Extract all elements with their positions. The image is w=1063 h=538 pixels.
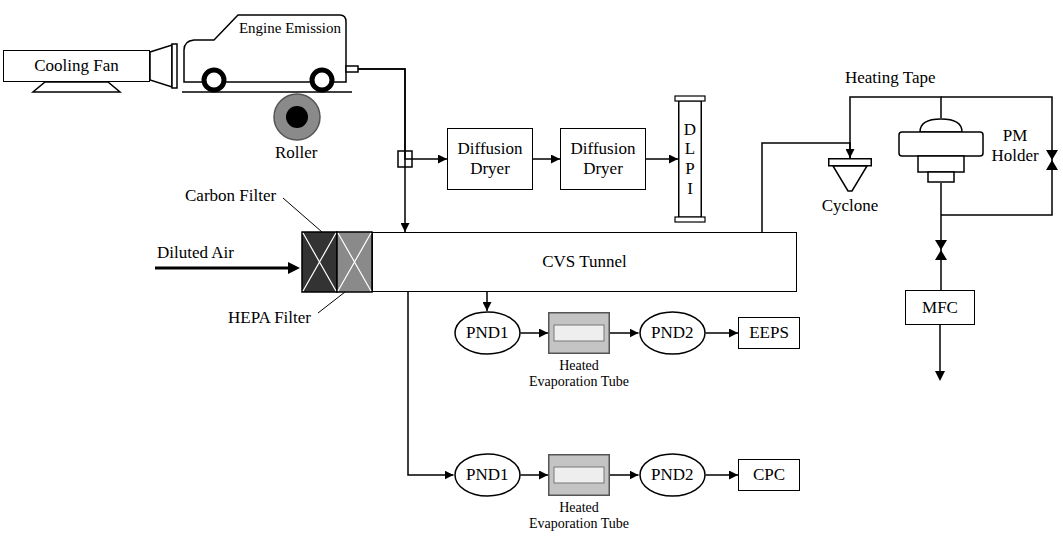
exhaust-line xyxy=(939,325,941,372)
ellipse-outline xyxy=(455,312,520,354)
car-wheel xyxy=(204,70,224,90)
tube-body xyxy=(549,455,610,496)
fan-grille xyxy=(172,44,177,88)
evaporation-tube: Heated Evaporation Tube xyxy=(548,454,610,496)
fan-box: Cooling Fan xyxy=(3,50,150,82)
part-label: HEPA Filter xyxy=(228,308,311,328)
node-text: PM Holder xyxy=(988,126,1042,165)
hepa-filter-cross xyxy=(338,233,371,291)
node-text: Engine Emission xyxy=(235,20,345,37)
instrument-box: CPC xyxy=(738,459,800,491)
node-text: PND1 xyxy=(466,323,508,343)
flow-connector xyxy=(762,143,850,232)
diluter: PND2 xyxy=(639,453,706,497)
node-text: Diffusion Dryer xyxy=(566,139,640,178)
exhaust-pipe xyxy=(346,66,358,72)
flow-connector xyxy=(521,332,549,334)
fan-stand xyxy=(33,82,120,92)
impactor-body xyxy=(679,101,702,218)
node-text: Heated Evaporation Tube xyxy=(525,500,633,532)
holder-flange xyxy=(899,132,983,156)
cyclone-cone xyxy=(833,166,867,191)
line-label: Heating Tape xyxy=(845,68,936,88)
node-text: Diffusion Dryer xyxy=(453,139,527,178)
node-outline xyxy=(548,312,610,354)
node-text: Cyclone xyxy=(805,196,895,216)
exhaust-arrowhead xyxy=(935,371,945,381)
roller-hub xyxy=(286,106,308,128)
flow-connector xyxy=(358,69,405,232)
flow-connector xyxy=(610,474,639,476)
flow-controller: MFC xyxy=(905,290,975,325)
node-text: MFC xyxy=(922,298,958,318)
impactor-cap xyxy=(675,217,705,222)
filter-holder: PM Holder xyxy=(898,118,984,183)
dilution-tunnel: CVS Tunnel xyxy=(372,232,797,292)
dryer-box: Diffusion Dryer xyxy=(447,128,533,190)
flow-connector xyxy=(610,332,639,334)
node-text: PND2 xyxy=(651,465,693,485)
tube-core xyxy=(554,325,604,341)
vehicle: Engine Emission xyxy=(180,12,358,92)
impactor-cap xyxy=(675,96,705,101)
flow-connector xyxy=(486,292,488,311)
node-outline xyxy=(548,454,610,496)
flow-connector xyxy=(533,158,560,160)
tube-body xyxy=(549,313,610,354)
part-label: Carbon Filter xyxy=(185,186,276,206)
node-text: D L P I xyxy=(682,120,699,198)
valve-symbol xyxy=(1046,150,1058,170)
car-wheel xyxy=(312,70,332,90)
node-text: CPC xyxy=(753,465,785,485)
diluter: PND1 xyxy=(454,311,521,355)
node-text: EEPS xyxy=(749,323,789,343)
diluter: PND1 xyxy=(454,453,521,497)
flow-connector xyxy=(706,332,739,334)
fan-nozzle xyxy=(150,45,172,87)
carbon-filter-cross xyxy=(303,233,336,291)
flow-label: Diluted Air xyxy=(157,243,234,263)
ellipse-outline xyxy=(640,454,705,496)
impactor: D L P I xyxy=(678,100,702,218)
flow-connector xyxy=(358,69,447,159)
node-text: PND2 xyxy=(651,323,693,343)
flow-connector xyxy=(521,474,549,476)
tube-core xyxy=(554,467,604,483)
instrument-box: EEPS xyxy=(738,317,800,349)
cyclone: Cyclone xyxy=(828,158,872,192)
flow-connector xyxy=(940,183,942,290)
cyclone-top xyxy=(829,159,872,166)
diluter: PND2 xyxy=(639,311,706,355)
part-label: Roller xyxy=(275,143,318,163)
flow-connector xyxy=(408,292,454,475)
air-inlet-arrowhead xyxy=(288,262,300,274)
node-outline xyxy=(828,158,872,192)
holder-dome xyxy=(920,119,962,132)
node-text: Heated Evaporation Tube xyxy=(525,358,633,390)
evaporation-tube: Heated Evaporation Tube xyxy=(548,312,610,354)
hepa-filter xyxy=(337,232,372,292)
roller xyxy=(274,94,320,140)
ellipse-outline xyxy=(640,312,705,354)
node-text: PND1 xyxy=(466,465,508,485)
leader-line xyxy=(283,198,322,232)
leader-line xyxy=(318,292,345,313)
holder-body xyxy=(918,156,964,172)
node-outline xyxy=(898,118,984,183)
node-text: CVS Tunnel xyxy=(542,252,627,272)
ellipse-outline xyxy=(455,454,520,496)
air-inlet-arrow xyxy=(155,267,290,270)
node-text: Cooling Fan xyxy=(34,56,119,76)
flow-connector xyxy=(646,158,678,160)
dryer-box: Diffusion Dryer xyxy=(560,128,646,190)
holder-outlet xyxy=(928,172,954,182)
carbon-filter xyxy=(302,232,337,292)
flow-connector xyxy=(706,474,739,476)
